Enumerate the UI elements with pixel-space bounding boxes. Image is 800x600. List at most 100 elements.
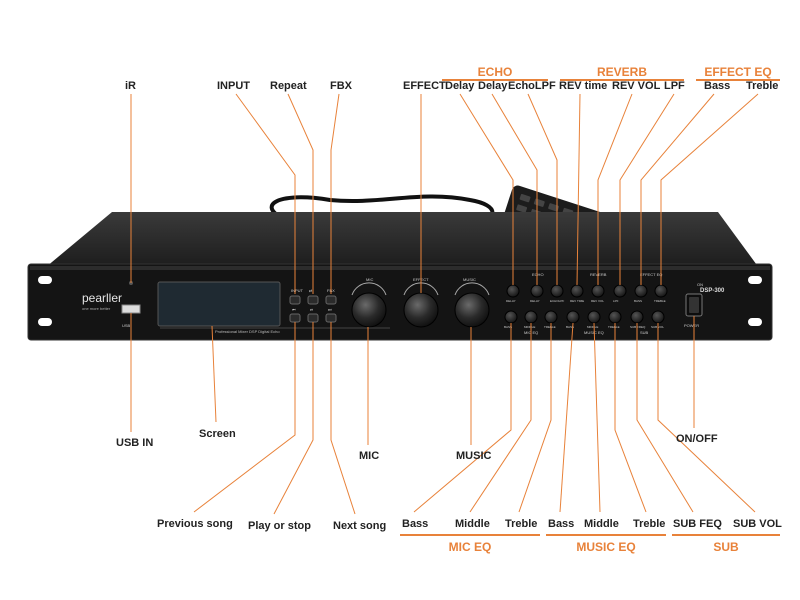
callout-mubass [559,322,574,513]
knob-label: BASS [634,299,642,303]
fbx-button[interactable] [325,295,337,305]
usb-port-label: USB [122,323,131,328]
delay2-knob[interactable] [530,284,544,298]
echolpf-knob[interactable] [550,284,564,298]
music-knob[interactable] [454,292,490,328]
delay1-knob[interactable] [506,284,520,298]
label-play-or-stop: Play or stop [248,520,311,532]
brand-name: pearller [82,291,122,305]
sub-underline [672,534,780,536]
model-name: DSP-300 [700,288,725,294]
svg-text:INPUT: INPUT [291,288,304,293]
svg-text:POWER: POWER [684,323,699,328]
knob-label: TREBLE [544,325,556,329]
subvol-knob[interactable] [651,310,665,324]
label-delay-1: Delay [445,80,475,92]
mic-eq-underline [400,534,540,536]
next-song-button[interactable] [325,313,337,323]
callout-micmid [469,323,532,513]
input-button[interactable] [289,295,301,305]
group-sub: SUB [713,540,739,554]
label-screen: Screen [199,428,236,440]
callout-mutre [614,323,647,513]
label-effect: EFFECT [403,80,446,92]
effect-eq-underline [696,79,780,81]
revtime-knob[interactable] [570,284,584,298]
label-mic: MIC [359,450,380,462]
knob-label: REV VOL [591,299,604,303]
label-treble: Treble [746,80,779,92]
group-reverb: REVERB [596,65,647,79]
middle-mu-knob[interactable] [587,310,601,324]
previous-song-button[interactable] [289,313,301,323]
bass-mu-knob[interactable] [566,310,580,324]
svg-text:⇄: ⇄ [309,288,313,293]
effect-knob[interactable] [403,292,439,328]
svg-text:SUB: SUB [640,330,649,335]
group-effect-eq: EFFECT EQ [704,65,772,79]
callout-bass [640,93,715,285]
label-sub-vol: SUB VOL [733,518,782,530]
svg-text:EFFECT EQ: EFFECT EQ [640,272,662,277]
knob-label: ECHOLPF [550,299,564,303]
bass-m-knob[interactable] [504,310,518,324]
echo-underline [442,79,548,81]
callout-delay2 [491,93,538,285]
label-bass: Bass [704,80,731,92]
callout-lines [130,93,759,515]
callout-delay1 [459,93,514,285]
svg-text:⏭: ⏭ [328,307,332,312]
label-music-bass: Bass [548,518,575,530]
treble-e-knob[interactable] [654,284,668,298]
label-input: INPUT [217,80,250,92]
label-music-middle: Middle [584,518,619,530]
repeat-button[interactable] [307,295,319,305]
label-music: MUSIC [456,450,492,462]
callout-revtime [576,93,581,286]
subfreq-knob[interactable] [630,310,644,324]
label-usb-in: USB IN [116,437,154,449]
callout-subvol [657,323,756,513]
label-next-song: Next song [333,520,387,532]
music-eq-underline [546,534,666,536]
callout-next [330,322,356,515]
bass-e-knob[interactable] [634,284,648,298]
callout-echolpf [527,93,558,285]
label-on-off: ON/OFF [676,433,718,445]
callout-revvol [597,93,633,285]
revvol-knob[interactable] [591,284,605,298]
callout-repeat [287,93,314,294]
mic-knob[interactable] [351,292,387,328]
svg-text:ECHO: ECHO [532,272,544,277]
callout-input [235,93,296,294]
label-lpf: LPF [664,80,685,92]
knob-label: LPF [613,299,619,303]
callout-treble [660,93,759,285]
group-echo: ECHO [477,65,513,79]
lpf-knob[interactable] [613,284,627,298]
label-ir: iR [125,80,136,92]
knob-label: SUB FREQ [630,325,646,329]
callout-play [273,322,314,515]
label-mic-treble: Treble [505,518,538,530]
callout-lpf [619,93,675,285]
callout-screen [211,325,217,423]
callout-mictre [518,323,552,513]
knob-label: DELAY [530,299,540,303]
usb-port[interactable] [121,304,141,314]
label-sub-feq: SUB FEQ [673,518,722,530]
play-stop-button[interactable] [307,313,319,323]
label-delay-2: Delay [478,80,508,92]
middle-m-knob[interactable] [524,310,538,324]
treble-m-knob[interactable] [544,310,558,324]
display-screen [157,281,281,327]
label-echo-lpf: EchoLPF [508,80,556,92]
label-mic-bass: Bass [402,518,429,530]
svg-text:⏮: ⏮ [292,307,296,312]
treble-mu-knob[interactable] [608,310,622,324]
svg-text:⏯: ⏯ [310,307,313,312]
svg-text:MUSIC: MUSIC [463,277,476,282]
label-rev-time: REV time [559,80,608,92]
label-fbx: FBX [330,80,352,92]
callout-fbx [330,93,340,294]
